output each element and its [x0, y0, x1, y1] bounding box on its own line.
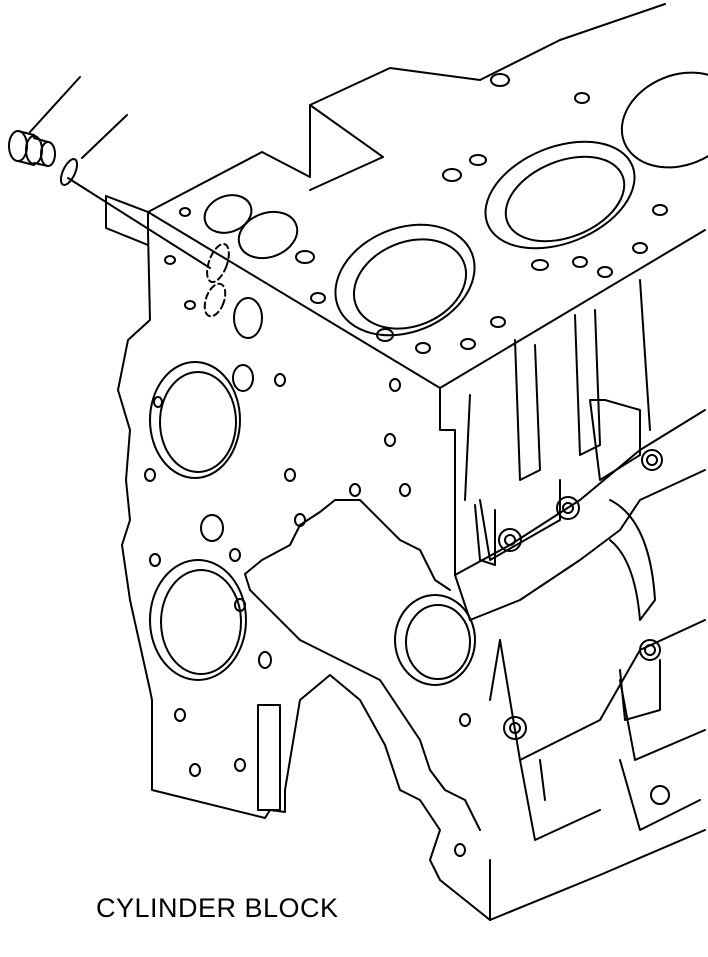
bolt-heads: [498, 449, 670, 805]
diagram-caption: CYLINDER BLOCK: [96, 893, 339, 923]
deck-holes: [164, 73, 668, 354]
plug-location-marker: [203, 242, 230, 318]
front-face-holes: [144, 297, 476, 857]
cylinder-bores: [334, 71, 708, 337]
plug-part: [8, 130, 56, 167]
o-ring-part: [59, 158, 79, 186]
leader-lines: [29, 76, 211, 269]
side-brackets: [257, 504, 661, 811]
block-body: [105, 3, 706, 921]
